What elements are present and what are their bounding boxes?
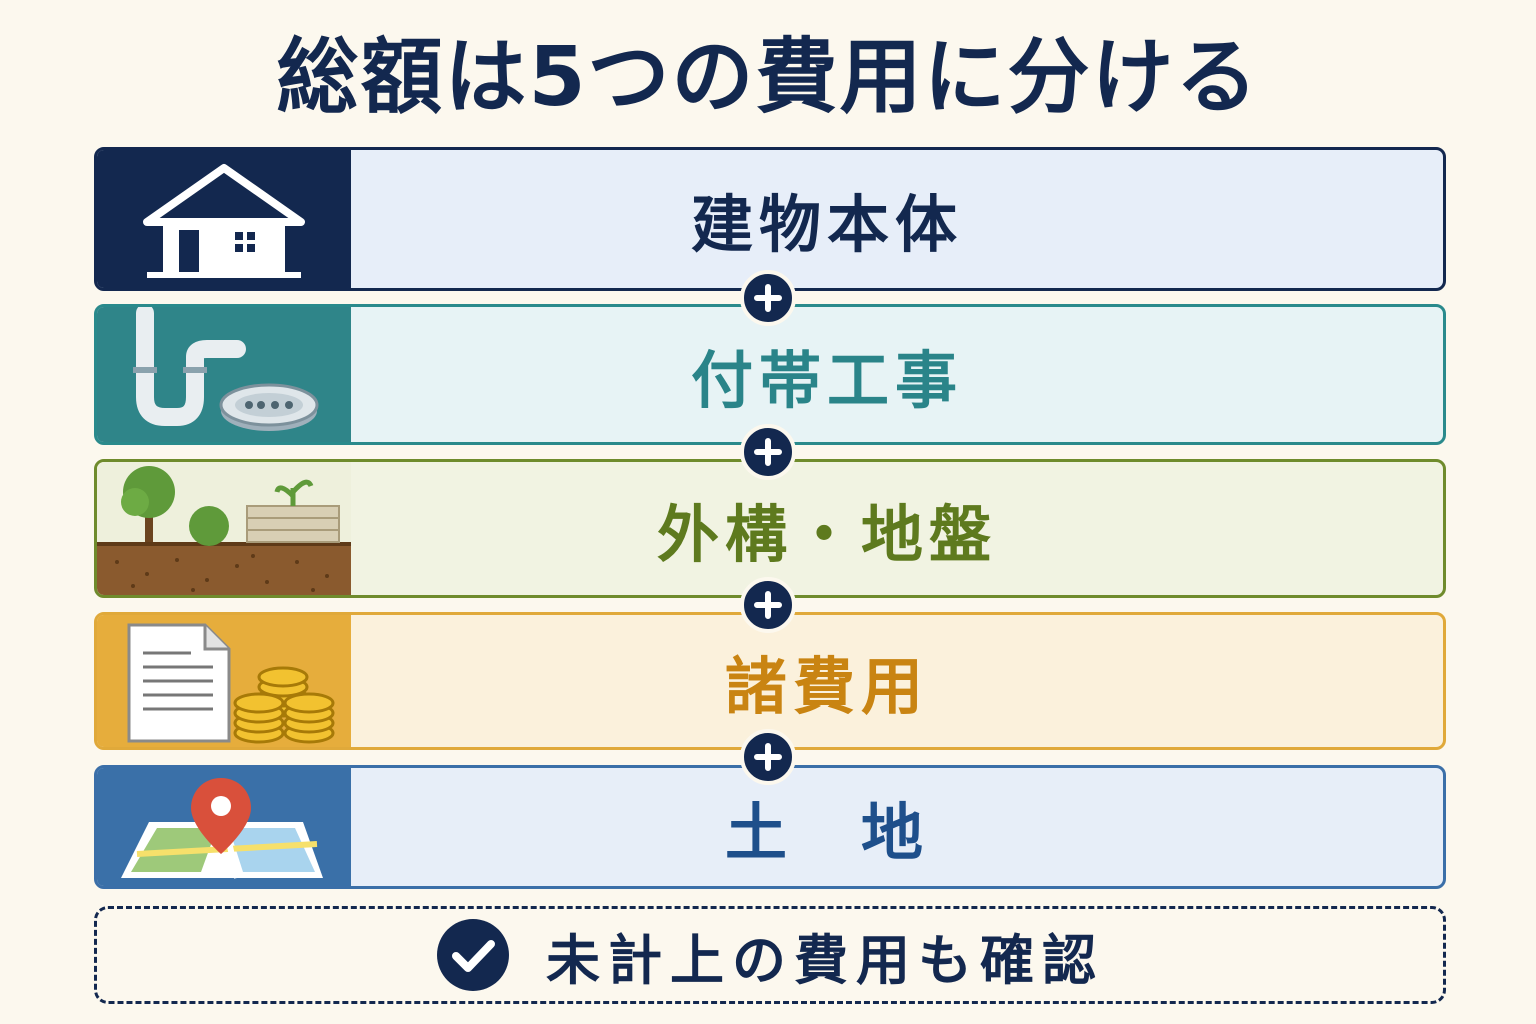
cost-label-land: 土 地 xyxy=(724,796,929,869)
cost-label-building: 建物本体 xyxy=(690,188,963,261)
cost-row-building: 建物本体 xyxy=(94,147,1446,291)
garden-soil-icon xyxy=(97,462,351,595)
check-circle-icon xyxy=(437,919,509,991)
document-coins-icon xyxy=(97,615,351,747)
cost-row-land: 土 地 xyxy=(94,765,1446,889)
cost-label-exterior-ground: 外構・地盤 xyxy=(656,497,997,571)
footer-text: 未計上の費用も確認 xyxy=(546,928,1104,992)
house-icon xyxy=(97,150,351,288)
plus-icon xyxy=(740,270,796,326)
cost-label-misc-fees: 諸費用 xyxy=(724,650,929,723)
map-pin-icon xyxy=(97,768,351,886)
plus-icon xyxy=(740,424,796,480)
page-title: 総額は5つの費用に分ける xyxy=(276,30,1260,125)
plus-icon xyxy=(740,729,796,785)
cost-label-ancillary: 付帯工事 xyxy=(690,343,963,417)
pipe-drain-icon xyxy=(97,307,351,442)
unrecorded-costs-note: 未計上の費用も確認 xyxy=(94,906,1446,1004)
plus-icon xyxy=(740,577,796,633)
cost-row-exterior-ground: 外構・地盤 xyxy=(94,459,1446,598)
